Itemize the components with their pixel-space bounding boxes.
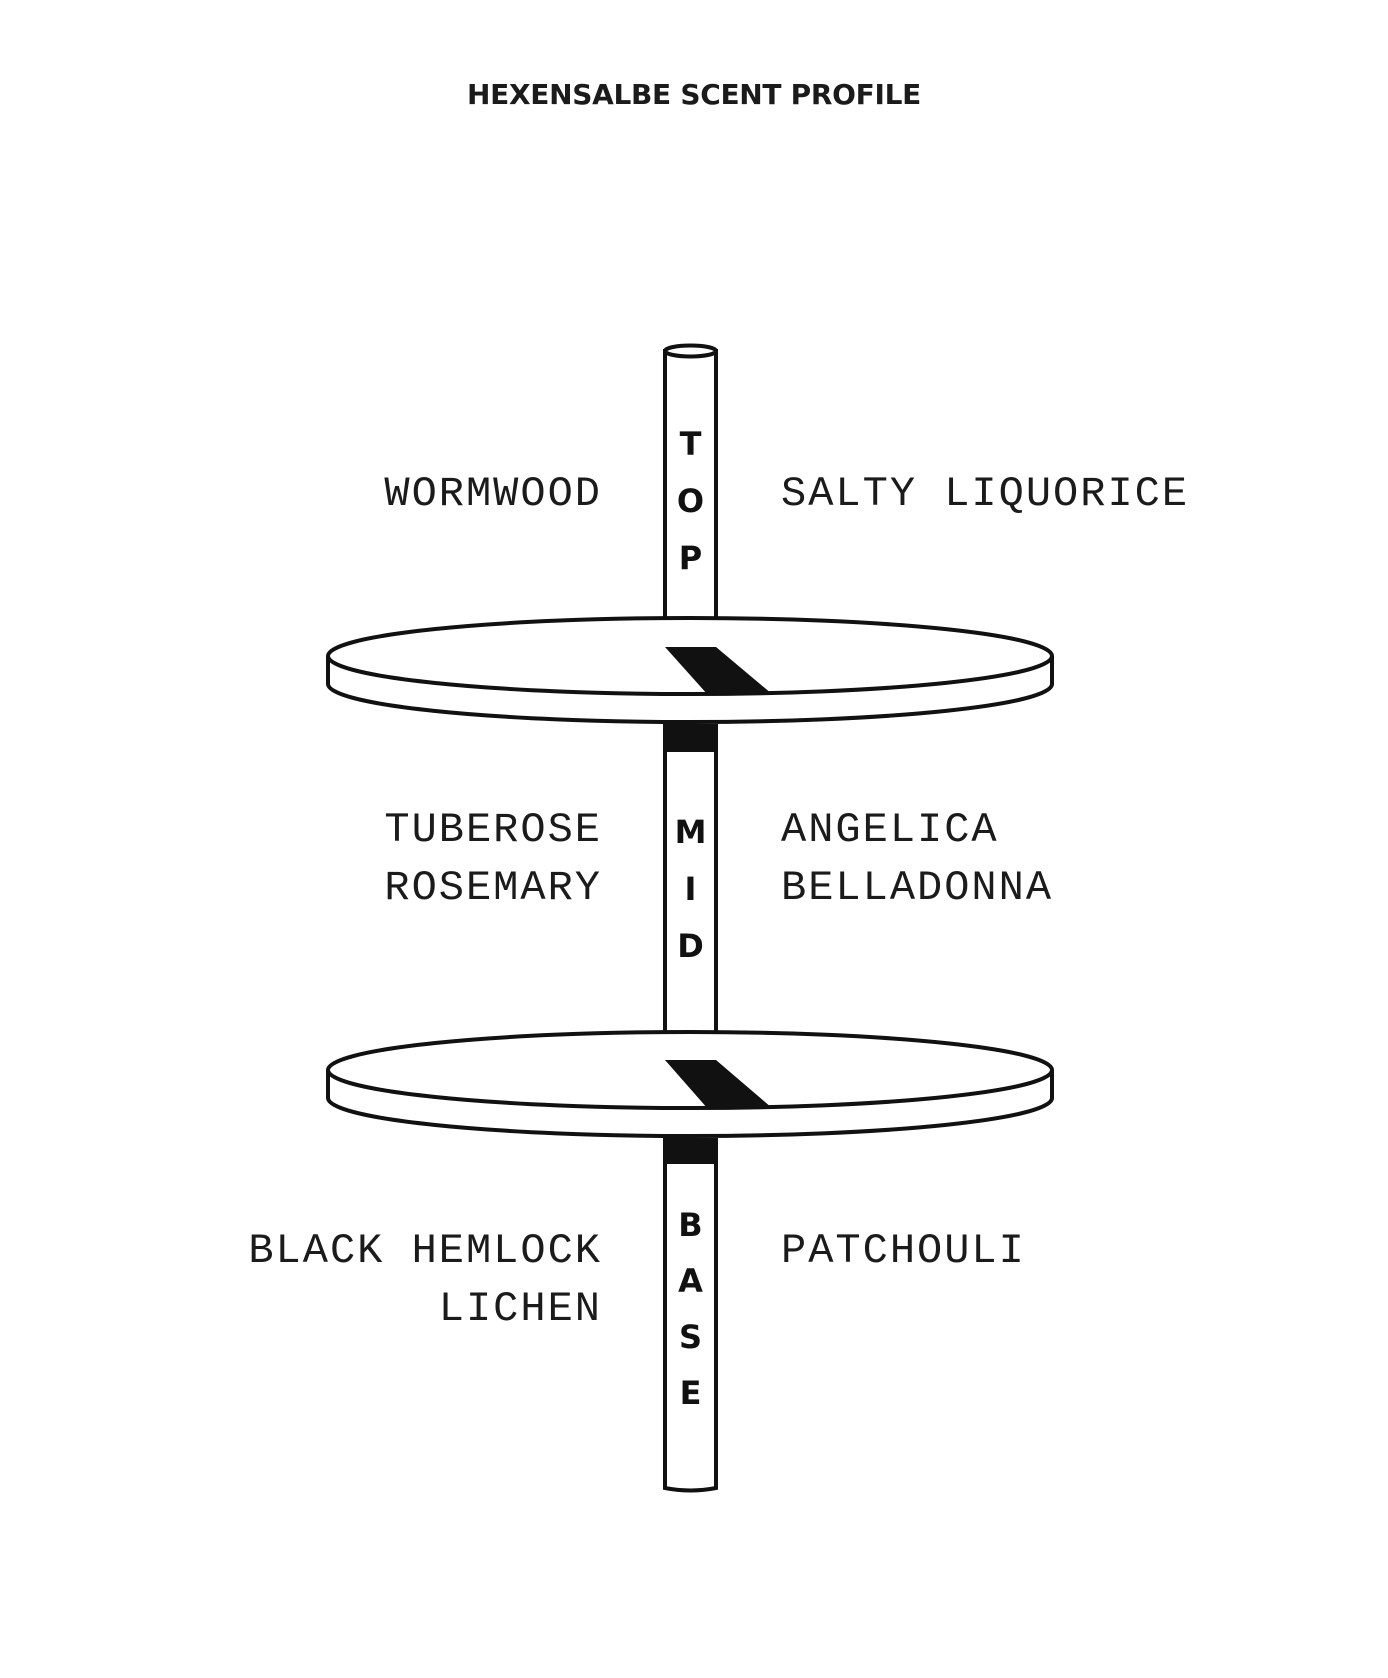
- tier-letter: B: [678, 1206, 702, 1244]
- tier-letter: D: [677, 927, 704, 965]
- top-right-note: SALTY LIQUORICE: [781, 470, 1189, 518]
- mid-right-note: ANGELICA: [781, 806, 999, 854]
- tier-letter: S: [679, 1318, 702, 1356]
- base-left-note: BLACK HEMLOCK: [248, 1227, 602, 1275]
- top-column: [663, 343, 718, 649]
- base-left-note: LICHEN: [439, 1285, 602, 1333]
- tier-letter: P: [679, 539, 702, 577]
- mid-column: [663, 724, 718, 1062]
- tier-letter: A: [678, 1262, 703, 1300]
- tier-letter: E: [680, 1374, 702, 1412]
- tier-label-base: B A S E: [678, 1206, 703, 1412]
- tier-letter: T: [680, 425, 702, 463]
- mid-disc: [326, 1030, 1054, 1138]
- top-left-note: WORMWOOD: [384, 470, 602, 518]
- tier-letter: I: [685, 870, 697, 908]
- tier-letter: O: [677, 482, 704, 520]
- tier-label-mid: M I D: [675, 813, 707, 965]
- mid-left-note: ROSEMARY: [384, 864, 602, 912]
- page-title: HEXENSALBE SCENT PROFILE: [467, 78, 921, 111]
- base-column: [663, 1138, 718, 1493]
- mid-right-note: BELLADONNA: [781, 864, 1053, 912]
- base-right-note: PATCHOULI: [781, 1227, 1026, 1275]
- tier-letter: M: [675, 813, 707, 851]
- tier-label-top: T O P: [677, 425, 704, 577]
- top-disc: [326, 616, 1054, 724]
- mid-left-note: TUBEROSE: [384, 806, 602, 854]
